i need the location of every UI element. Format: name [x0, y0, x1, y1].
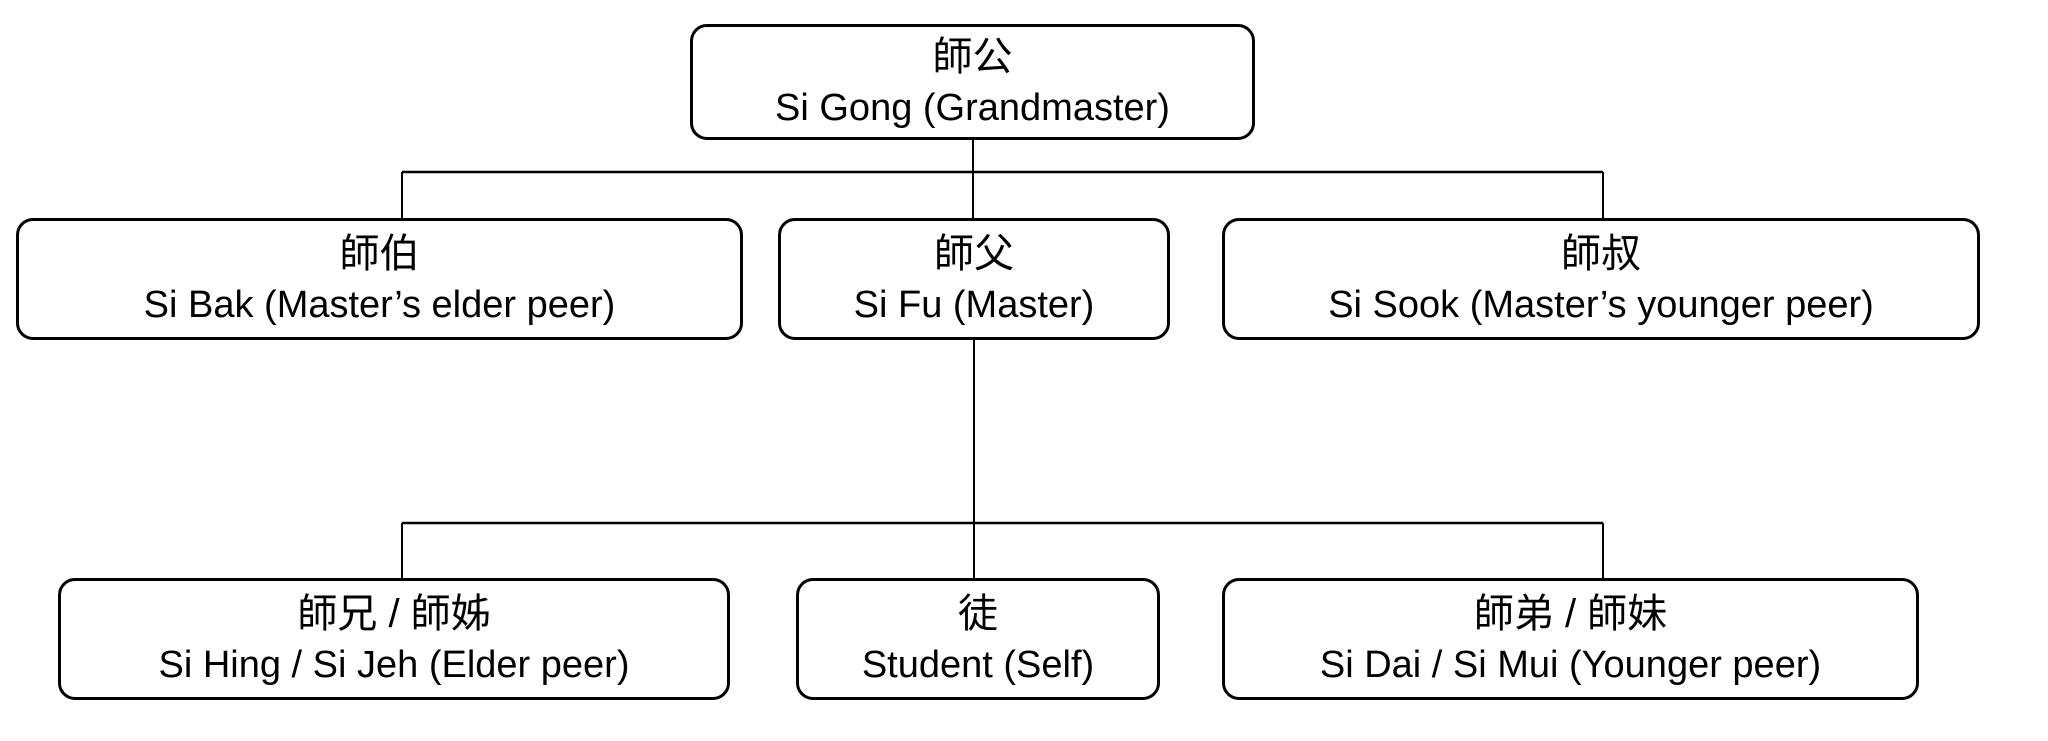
node-si-bak-hanzi: 師伯 [339, 232, 420, 276]
node-si-fu: 師父 Si Fu (Master) [778, 218, 1170, 340]
node-si-hing-si-jeh-roman: Si Hing / Si Jeh (Elder peer) [158, 644, 630, 686]
node-student-hanzi: 徒 [958, 592, 998, 636]
node-student-roman: Student (Self) [861, 644, 1095, 686]
node-si-fu-roman: Si Fu (Master) [853, 284, 1095, 326]
node-si-bak-roman: Si Bak (Master’s elder peer) [143, 284, 616, 326]
node-si-bak: 師伯 Si Bak (Master’s elder peer) [16, 218, 743, 340]
node-si-sook-roman: Si Sook (Master’s younger peer) [1328, 284, 1874, 326]
node-si-sook: 師叔 Si Sook (Master’s younger peer) [1222, 218, 1980, 340]
node-si-sook-hanzi: 師叔 [1561, 232, 1641, 276]
node-si-dai-si-mui-roman: Si Dai / Si Mui (Younger peer) [1319, 644, 1822, 686]
node-si-hing-si-jeh-hanzi: 師兄 / 師姊 [297, 592, 491, 636]
node-si-dai-si-mui: 師弟 / 師妹 Si Dai / Si Mui (Younger peer) [1222, 578, 1919, 700]
node-si-fu-hanzi: 師父 [934, 232, 1014, 276]
node-student: 徒 Student (Self) [796, 578, 1160, 700]
node-si-gong-roman: Si Gong (Grandmaster) [775, 87, 1170, 129]
node-si-gong: 師公 Si Gong (Grandmaster) [690, 24, 1255, 140]
node-si-dai-si-mui-hanzi: 師弟 / 師妹 [1473, 592, 1668, 636]
node-si-gong-hanzi: 師公 [932, 35, 1013, 79]
node-si-hing-si-jeh: 師兄 / 師姊 Si Hing / Si Jeh (Elder peer) [58, 578, 730, 700]
